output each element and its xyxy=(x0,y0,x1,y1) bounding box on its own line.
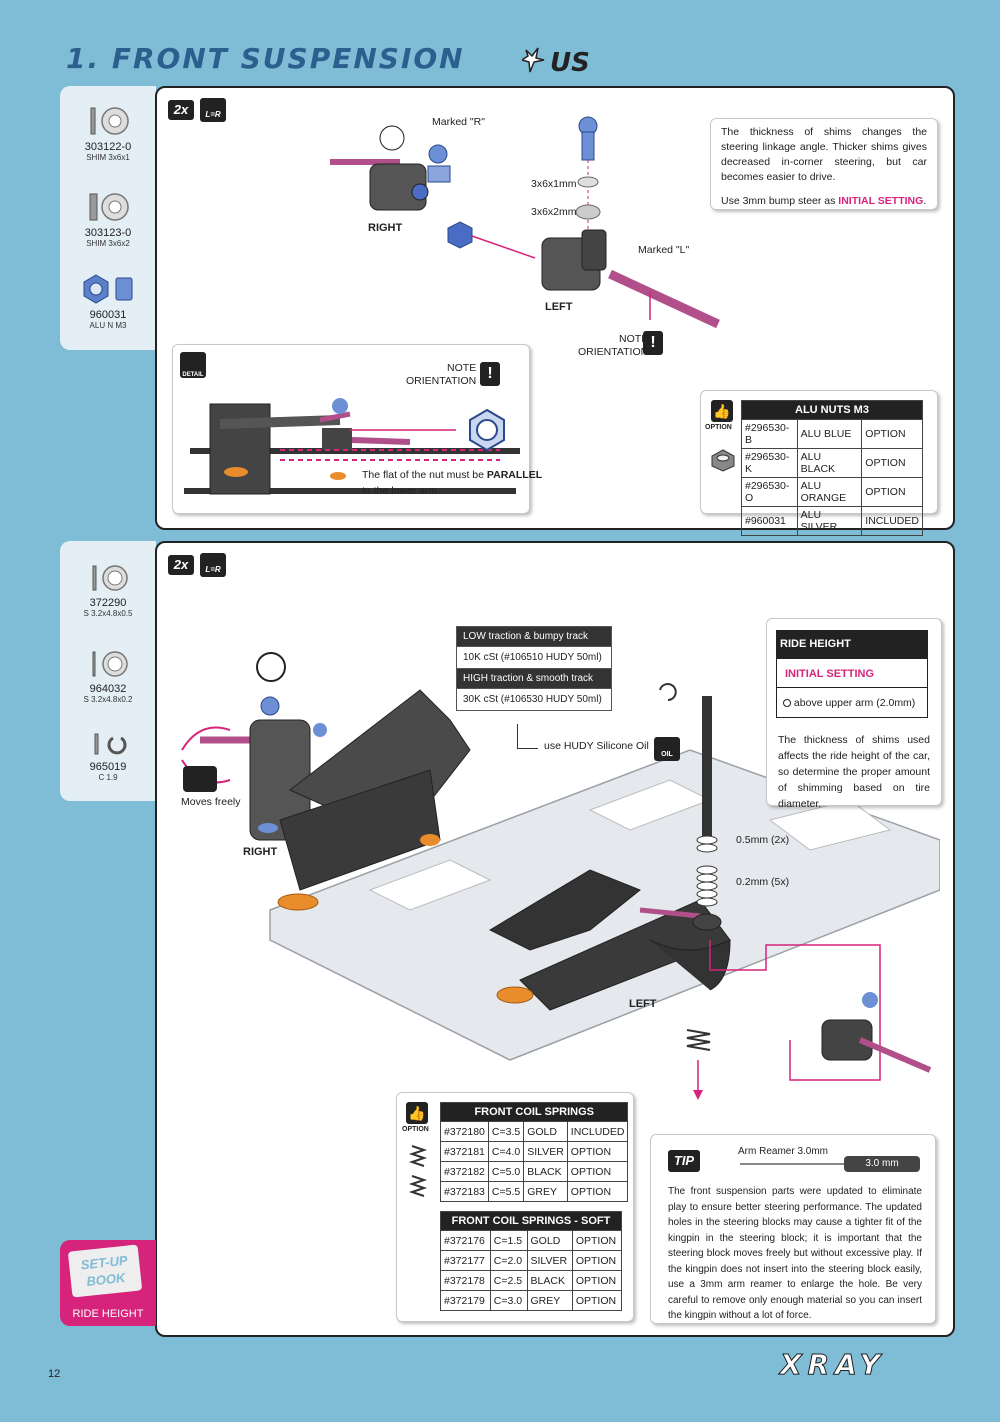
shim-label-1: 3x6x1mm xyxy=(531,178,577,190)
option-label: OPTION xyxy=(402,1126,429,1133)
e-clip-icon xyxy=(94,733,127,755)
setup-book-link[interactable]: SET-UP BOOK RIDE HEIGHT xyxy=(60,1240,156,1326)
us-brand-logo: US xyxy=(522,47,590,76)
detail-parallel-note: The flat of the nut must be PARALLEL to … xyxy=(362,469,543,497)
alu-nut-icon xyxy=(711,449,735,472)
warning-icon: ! xyxy=(480,362,500,386)
detail-diagram xyxy=(184,398,520,495)
kingpin-icon xyxy=(183,766,217,792)
shim-02-label: 0.2mm (5x) xyxy=(736,876,790,888)
table-title: ALU NUTS M3 xyxy=(741,400,923,420)
nut-icon xyxy=(83,274,133,304)
table-title: FRONT COIL SPRINGS - SOFT xyxy=(440,1211,622,1231)
setup-book-icon: SET-UP BOOK xyxy=(67,1244,143,1298)
left-right-icon: L=R xyxy=(200,553,226,577)
quantity-badge: 2x xyxy=(168,555,194,575)
oil-row-heading: LOW traction & bumpy track xyxy=(457,627,611,646)
arm-reamer-tool: 3.0 mm xyxy=(740,1156,920,1172)
shim-icon xyxy=(89,193,129,221)
marked-r-label: Marked "R" xyxy=(432,116,485,128)
part-item: 964032 S 3.2x4.8x0.2 xyxy=(60,648,156,704)
option-label: OPTION xyxy=(705,424,732,431)
part-item: 303123-0 SHIM 3x6x2 xyxy=(60,190,156,248)
shim-icon xyxy=(90,107,129,135)
moves-freely-label: Moves freely xyxy=(181,796,241,808)
front-suspension-chassis-diagram xyxy=(181,683,940,1100)
setup-book-caption: RIDE HEIGHT xyxy=(72,1308,144,1320)
oil-row: 10K cSt (#106510 HUDY 50ml) xyxy=(457,646,611,668)
part-item: 960031 ALU N M3 xyxy=(60,272,156,330)
oil-icon: OIL xyxy=(654,737,680,761)
coil-spring-icon xyxy=(408,1145,428,1197)
setup-gear-icon-right xyxy=(256,652,286,682)
detail-magnifier-icon: DETAIL xyxy=(180,352,206,378)
reamer-shaft xyxy=(740,1163,850,1165)
right-label: RIGHT xyxy=(243,846,278,858)
part-item: 303122-0 SHIM 3x6x1 xyxy=(60,104,156,162)
left-label: LEFT xyxy=(629,998,657,1010)
oil-row: 30K cSt (#106530 HUDY 50ml) xyxy=(457,688,611,710)
table-title: FRONT COIL SPRINGS xyxy=(439,1102,629,1122)
front-suspension-assembly-diagram xyxy=(330,116,720,329)
warning-icon: ! xyxy=(643,331,663,355)
part-item: 965019 C 1.9 xyxy=(60,730,156,782)
shim-icon xyxy=(92,651,128,677)
detail-note-orientation: NOTE ORIENTATION xyxy=(406,362,477,387)
ride-height-value: above upper arm (2.0mm) xyxy=(776,688,928,718)
tip-badge: TIP xyxy=(668,1150,700,1172)
reamer-handle: 3.0 mm xyxy=(844,1156,920,1172)
page-title: 1. FRONT SUSPENSION xyxy=(66,42,465,75)
note-orientation-label: NOTE ORIENTATION xyxy=(578,333,649,358)
shim-info-box: The thickness of shims changes the steer… xyxy=(710,118,938,210)
oil-table: LOW traction & bumpy track 10K cSt (#106… xyxy=(456,626,612,711)
quantity-badge: 2x xyxy=(168,100,194,120)
part-item: 372290 S 3.2x4.8x0.5 xyxy=(60,562,156,618)
tip-text: The front suspension parts were updated … xyxy=(668,1186,922,1321)
shim-05-label: 0.5mm (2x) xyxy=(736,834,790,846)
brand-text: US xyxy=(550,48,590,76)
oil-row-heading: HIGH traction & smooth track xyxy=(457,668,611,688)
page-number: 12 xyxy=(48,1368,61,1380)
shim-label-2: 3x6x2mm xyxy=(531,206,577,218)
ride-height-title: RIDE HEIGHT ADJUSTMENT xyxy=(776,630,928,678)
thumbs-up-icon: 👍 xyxy=(711,400,733,422)
thumbs-up-icon: 👍 xyxy=(406,1102,428,1124)
left-right-icon: L=R xyxy=(200,98,226,122)
circle-icon xyxy=(783,699,791,708)
reamer-label: Arm Reamer 3.0mm xyxy=(738,1146,829,1157)
oil-connector-line xyxy=(517,724,538,749)
marked-l-label: Marked "L" xyxy=(638,244,690,256)
shim-icon xyxy=(92,565,128,591)
left-label: LEFT xyxy=(545,301,573,313)
oil-note: use HUDY Silicone Oil xyxy=(544,740,649,752)
right-label: RIGHT xyxy=(368,222,403,234)
ride-height-text: The thickness of shims used affects the … xyxy=(778,734,930,810)
xray-logo: XRAY xyxy=(780,1348,886,1382)
ride-height-initial: INITIAL SETTING xyxy=(776,658,928,688)
